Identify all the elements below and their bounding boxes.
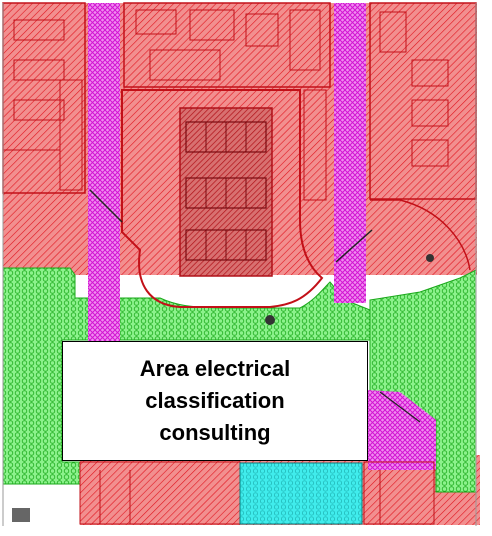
- central-enclosure: [121, 89, 324, 308]
- caption-line-3: consulting: [159, 420, 271, 445]
- transition-strip-right: [334, 3, 366, 303]
- caption-box: Area electrical classification consultin…: [62, 341, 368, 461]
- transition-strip-lower-right: [368, 390, 436, 470]
- special-zone-cyan: [239, 462, 363, 525]
- safe-zone-left: [2, 267, 106, 485]
- caption-line-2: classification: [145, 388, 285, 413]
- transition-strip-left: [88, 3, 120, 343]
- caption-line-1: Area electrical: [139, 356, 291, 381]
